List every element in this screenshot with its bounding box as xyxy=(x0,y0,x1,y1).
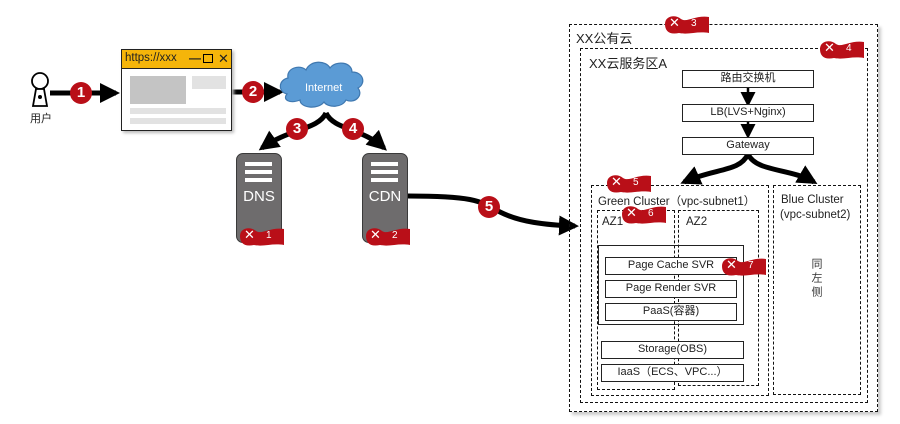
failure-flag-6: ✕ 6 xyxy=(620,203,668,230)
content-placeholder-block xyxy=(192,76,226,89)
blue-cluster-title-line2: (vpc-subnet2) xyxy=(780,209,851,221)
server-rack-line xyxy=(245,162,272,166)
minimize-icon[interactable]: — xyxy=(189,51,201,65)
browser-window[interactable]: https://xxx — ✕ xyxy=(121,49,232,131)
gateway-box: Gateway xyxy=(682,137,814,155)
storage-box: Storage(OBS) xyxy=(601,341,744,359)
service-zone-title: XX云服务区A xyxy=(589,56,668,71)
failure-flag-3: ✕ 3 xyxy=(663,13,711,40)
failure-x-icon: ✕ xyxy=(611,174,622,189)
failure-flag-1: ✕ 1 xyxy=(238,225,286,252)
failure-x-icon: ✕ xyxy=(244,227,255,242)
server-rack-line xyxy=(371,162,398,166)
browser-titlebar: https://xxx — ✕ xyxy=(122,50,231,69)
failure-number: 1 xyxy=(266,230,272,241)
browser-url: https://xxx xyxy=(125,52,177,64)
page-render-svr-box: Page Render SVR xyxy=(605,280,737,298)
user-label: 用户 xyxy=(30,113,52,125)
failure-flag-shape xyxy=(722,258,766,276)
failure-flag-shape xyxy=(366,228,410,246)
content-placeholder-image xyxy=(130,76,186,104)
internet-label: Internet xyxy=(305,82,343,94)
step-badge-5: 5 xyxy=(478,196,500,218)
arrow-cdn-to-cloud xyxy=(407,193,579,236)
user-icon xyxy=(31,72,49,107)
close-icon[interactable]: ✕ xyxy=(218,51,229,66)
server-rack-line xyxy=(371,170,398,174)
failure-number: 3 xyxy=(691,18,697,29)
green-cluster-title: Green Cluster（vpc-subnet1） xyxy=(598,196,756,208)
iaas-box: IaaS（ECS、VPC...） xyxy=(601,364,744,382)
service-zone-boundary xyxy=(580,48,868,403)
content-placeholder-line xyxy=(130,118,226,124)
failure-flag-5: ✕ 5 xyxy=(605,172,653,199)
failure-flag-shape xyxy=(665,16,709,34)
router-box: 路由交换机 xyxy=(682,70,814,88)
paas-container-group xyxy=(598,245,744,325)
blue-cluster-title-line1: Blue Cluster xyxy=(781,194,844,206)
failure-flag-shape xyxy=(820,41,864,59)
content-placeholder-line xyxy=(130,108,226,114)
failure-flag-shape xyxy=(622,206,666,224)
arrow-gateway-to-green xyxy=(680,152,751,185)
load-balancer-box: LB(LVS+Nginx) xyxy=(682,104,814,122)
az1-label: AZ1 xyxy=(602,216,624,228)
az2-label: AZ2 xyxy=(686,216,708,228)
step-badge-1: 1 xyxy=(70,82,92,104)
dns-label: DNS xyxy=(243,188,275,205)
internet-cloud-shape xyxy=(279,61,364,108)
server-rack-line xyxy=(371,178,398,182)
arrow-gateway-to-blue xyxy=(745,152,818,185)
failure-x-icon: ✕ xyxy=(626,205,637,220)
failure-x-icon: ✕ xyxy=(726,257,737,272)
failure-x-icon: ✕ xyxy=(824,40,835,55)
step-badge-3: 3 xyxy=(286,118,308,140)
blue-cluster-note: 同左侧 xyxy=(810,258,822,300)
cdn-server: CDN xyxy=(362,153,408,243)
failure-flag-shape xyxy=(607,175,651,193)
failure-flag-4: ✕ 4 xyxy=(818,38,866,65)
user-actor xyxy=(28,72,54,122)
public-cloud-boundary xyxy=(569,24,878,412)
az2-boundary xyxy=(678,210,759,386)
step-badge-2: 2 xyxy=(242,81,264,103)
paas-box: PaaS(容器) xyxy=(605,303,737,321)
step-badge-4: 4 xyxy=(342,118,364,140)
restore-icon[interactable] xyxy=(203,54,213,63)
cdn-label: CDN xyxy=(368,188,402,205)
failure-number: 5 xyxy=(633,177,639,188)
failure-flag-shape xyxy=(240,228,284,246)
failure-number: 7 xyxy=(748,260,754,271)
page-cache-svr-box: Page Cache SVR xyxy=(605,257,737,275)
failure-number: 4 xyxy=(846,43,852,54)
public-cloud-title: XX公有云 xyxy=(576,31,633,46)
failure-number: 6 xyxy=(648,208,654,219)
server-rack-line xyxy=(245,178,272,182)
failure-number: 2 xyxy=(392,230,398,241)
failure-flag-2: ✕ 2 xyxy=(364,225,412,252)
failure-flag-7: ✕ 7 xyxy=(720,255,768,282)
server-rack-line xyxy=(245,170,272,174)
failure-x-icon: ✕ xyxy=(370,227,381,242)
failure-x-icon: ✕ xyxy=(669,15,680,30)
blue-cluster-boundary xyxy=(773,185,861,395)
green-cluster-boundary xyxy=(591,185,769,396)
